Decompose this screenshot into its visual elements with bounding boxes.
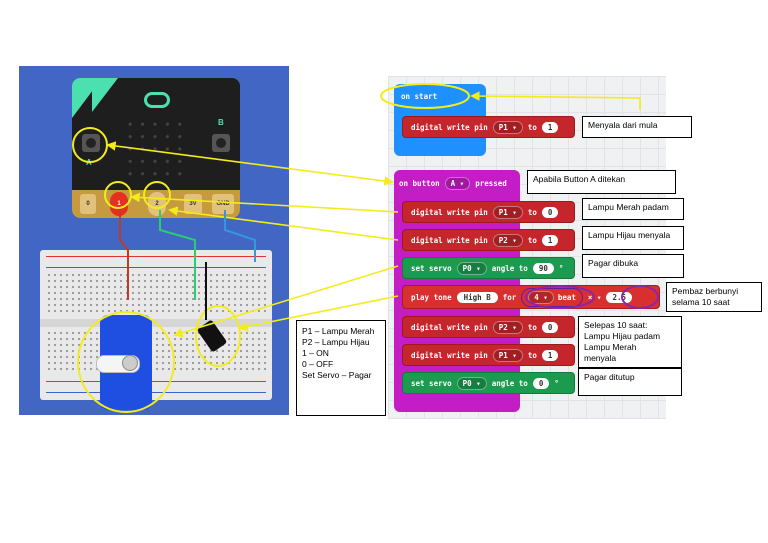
- pin-3v: 3V: [184, 194, 202, 214]
- highlight-pin-2: [143, 181, 171, 209]
- servo-horn-hub: [122, 355, 138, 371]
- set-servo-block[interactable]: set servo P0 ▾ angle to 0 °: [402, 372, 575, 394]
- wire-green: [159, 210, 196, 300]
- value-input[interactable]: 1: [541, 234, 559, 246]
- block-cmd: play tone: [411, 292, 452, 302]
- block-angle: angle to: [491, 378, 528, 388]
- highlight-tone-factor: [621, 285, 659, 309]
- block-cmd: digital write pin: [411, 235, 488, 245]
- pin-dropdown[interactable]: P2 ▾: [492, 233, 523, 247]
- block-angle: angle to: [491, 263, 528, 273]
- note-gate-open: Pagar dibuka: [582, 254, 684, 278]
- note-red-off: Lampu Merah padam: [582, 198, 684, 220]
- button-b-label: B: [218, 118, 224, 127]
- legend-note: P1 – Lampu Merah P2 – Lampu Hijau 1 – ON…: [296, 320, 386, 416]
- pin-dropdown[interactable]: P0 ▾: [456, 261, 487, 275]
- accent-triangle: [92, 78, 118, 112]
- block-for: for: [502, 292, 517, 302]
- pressed-label: pressed: [475, 179, 507, 188]
- block-to: to: [527, 322, 537, 332]
- arrow-pin-2: [168, 206, 399, 241]
- pin-dropdown[interactable]: P2 ▾: [492, 320, 523, 334]
- note-input[interactable]: High B: [456, 291, 498, 303]
- block-cmd: digital write pin: [411, 350, 488, 360]
- button-dropdown[interactable]: A ▾: [444, 177, 471, 190]
- logo-icon: [144, 92, 170, 108]
- digital-write-block[interactable]: digital write pin P1 ▾ to 0: [402, 201, 575, 223]
- wire-blue: [224, 210, 256, 262]
- value-input[interactable]: 0: [541, 321, 559, 333]
- on-start-label: on start: [401, 92, 438, 101]
- block-cmd: digital write pin: [411, 207, 488, 217]
- beats-dropdown[interactable]: 4 ▾: [528, 290, 554, 304]
- block-cmd: set servo: [411, 378, 452, 388]
- pin-dropdown[interactable]: P0 ▾: [456, 376, 487, 390]
- arrow-buzzer: [238, 295, 399, 332]
- block-to: to: [527, 122, 537, 132]
- digital-write-block[interactable]: digital write pin P2 ▾ to 1: [402, 229, 575, 251]
- pin-dropdown[interactable]: P1 ▾: [492, 348, 523, 362]
- start-digital-write-block[interactable]: digital write pin P1 ▾ to 1: [402, 116, 575, 138]
- value-input[interactable]: 1: [541, 349, 559, 361]
- on-button-label: on button: [399, 179, 440, 188]
- note-green-on: Lampu Hijau menyala: [582, 226, 684, 250]
- block-to: to: [527, 207, 537, 217]
- pin-dropdown[interactable]: P1 ▾: [492, 205, 523, 219]
- block-cmd: digital write pin: [411, 122, 488, 132]
- breadboard: [40, 250, 272, 400]
- arrow-start: [470, 91, 641, 110]
- pin-1: 1: [110, 192, 128, 216]
- highlight-tone-beat: [525, 285, 595, 309]
- highlight-on-start: [380, 83, 470, 109]
- block-cmd: digital write pin: [411, 322, 488, 332]
- pin-gnd: GND: [212, 194, 234, 214]
- set-servo-block[interactable]: set servo P0 ▾ angle to 90 °: [402, 257, 575, 279]
- note-buzzer: Pembaz berbunyi selama 10 saat: [666, 282, 762, 312]
- pin-dropdown[interactable]: P1 ▾: [492, 120, 523, 134]
- arrow-servo: [173, 265, 399, 338]
- note-gate-closed: Pagar ditutup: [578, 368, 682, 396]
- value-input[interactable]: 1: [541, 121, 559, 133]
- beat-group: 4 ▾ beat: [521, 287, 583, 307]
- pin-0: 0: [80, 194, 96, 214]
- block-to: to: [527, 350, 537, 360]
- highlight-buzzer: [195, 305, 241, 367]
- arrow-pin-1: [130, 192, 399, 213]
- digital-write-block[interactable]: digital write pin P2 ▾ to 0: [402, 316, 575, 338]
- degree-unit: °: [558, 263, 564, 273]
- button-a[interactable]: [82, 134, 100, 152]
- beat-label: beat: [557, 292, 576, 302]
- block-to: to: [527, 235, 537, 245]
- on-button-header: on button A ▾ pressed: [399, 177, 507, 190]
- wire-red: [119, 210, 129, 300]
- degree-unit: °: [554, 378, 559, 388]
- angle-input[interactable]: 0: [532, 377, 550, 389]
- highlight-servo: [77, 311, 175, 413]
- highlight-button-a: [72, 127, 108, 163]
- play-tone-block[interactable]: play tone High B for 4 ▾ beat × ▾ 2.5: [402, 285, 660, 309]
- note-button-a: Apabila Button A ditekan: [527, 170, 676, 194]
- highlight-pin-1: [104, 181, 132, 209]
- note-after-10s: Selepas 10 saat: Lampu Hijau padam Lampu…: [578, 316, 682, 368]
- note-start: Menyala dari mula: [582, 116, 692, 138]
- digital-write-block[interactable]: digital write pin P1 ▾ to 1: [402, 344, 575, 366]
- factor-input[interactable]: 2.5: [606, 291, 632, 303]
- value-input[interactable]: 0: [541, 206, 559, 218]
- block-cmd: set servo: [411, 263, 452, 273]
- arrow-button-a: [106, 141, 394, 186]
- angle-input[interactable]: 90: [532, 262, 554, 274]
